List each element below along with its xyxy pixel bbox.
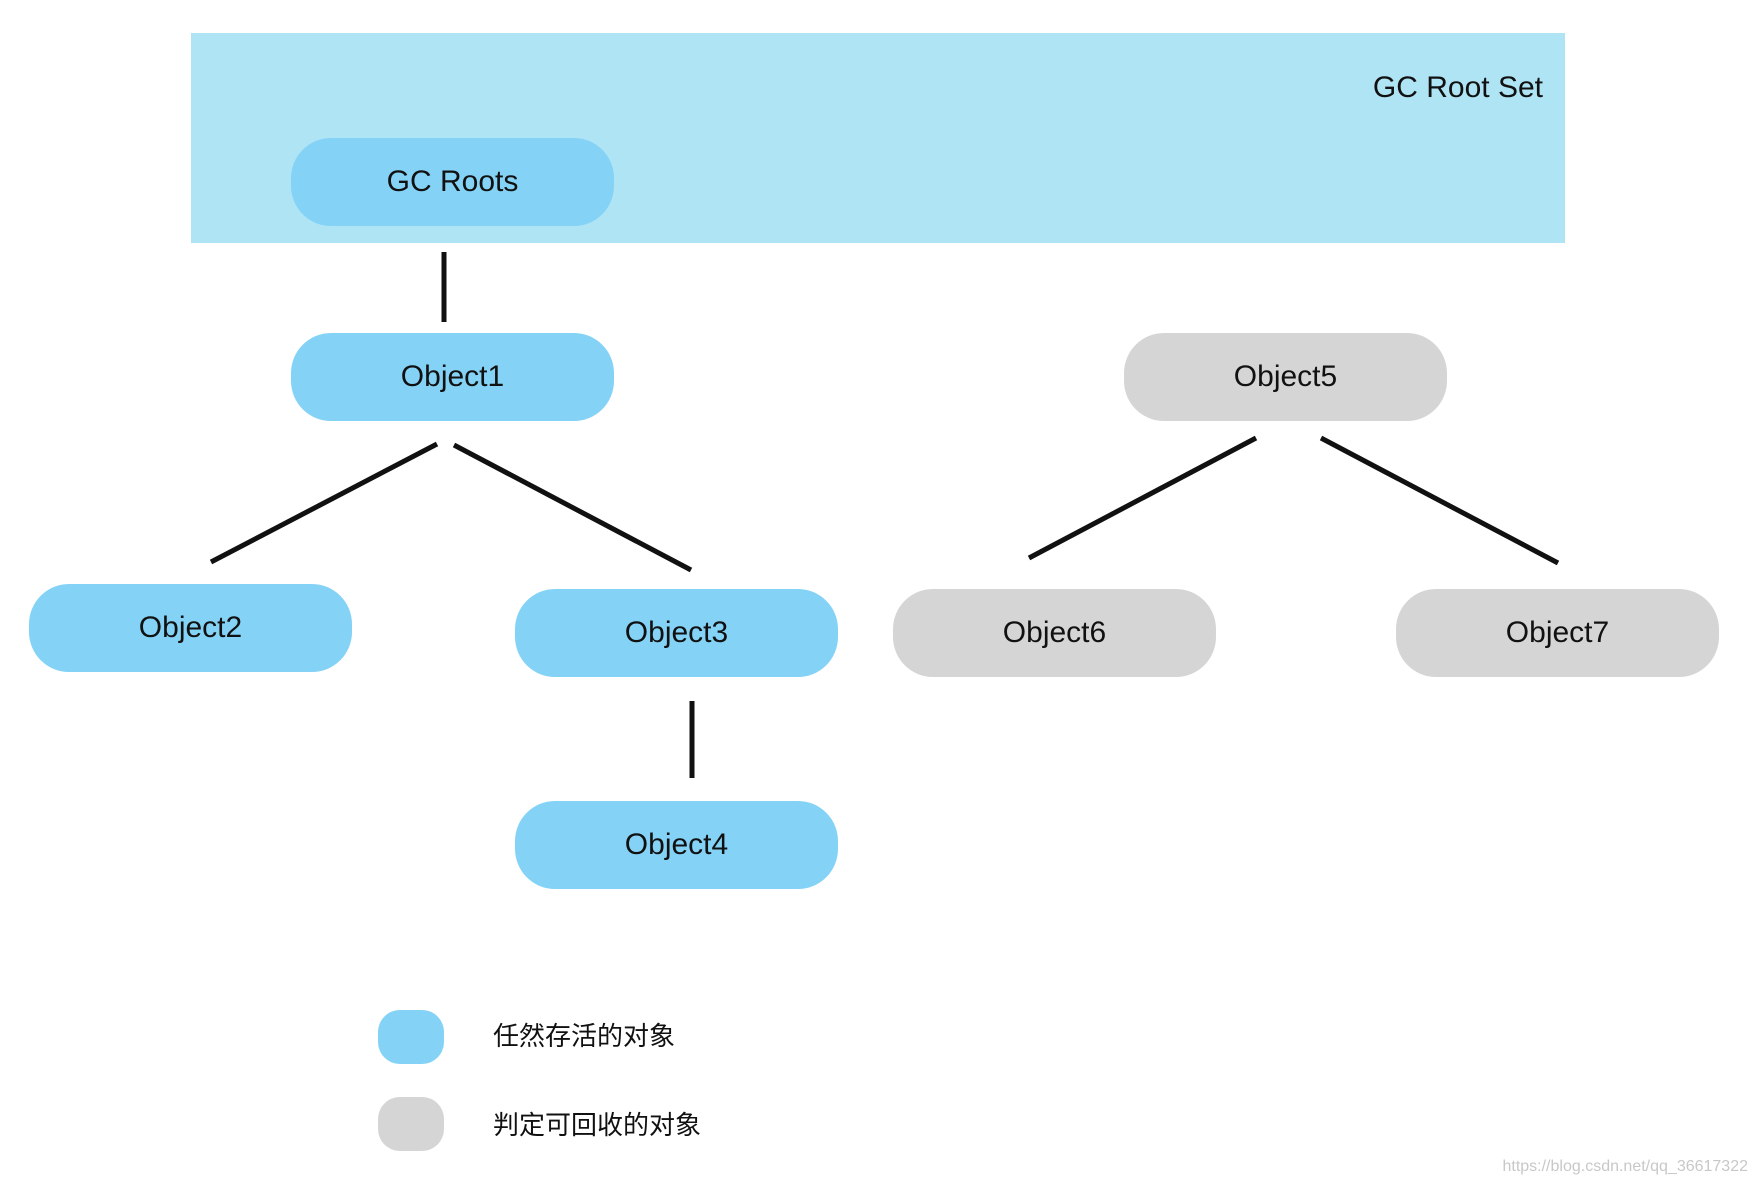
node-object7: Object7 <box>1396 589 1719 677</box>
node-object6-label: Object6 <box>1002 616 1107 649</box>
node-gc-roots-label: GC Roots <box>386 165 519 198</box>
node-gc-roots: GC Roots <box>291 138 614 226</box>
legend-live-swatch <box>378 1010 444 1064</box>
node-object2-label: Object2 <box>138 611 243 644</box>
node-object5-label: Object5 <box>1233 360 1338 393</box>
gc-root-set-label: GC Root Set <box>1372 71 1543 104</box>
node-object4: Object4 <box>515 801 838 889</box>
node-object1-label: Object1 <box>400 360 505 393</box>
edge-object1-object3 <box>452 442 693 573</box>
legend-dead-label: 判定可回收的对象 <box>493 1111 702 1141</box>
node-object1: Object1 <box>291 333 614 421</box>
legend-dead-swatch <box>378 1097 444 1151</box>
edge-object5-object6 <box>1027 435 1258 561</box>
legend-live-label: 任然存活的对象 <box>493 1022 676 1052</box>
edge-object5-object7 <box>1319 435 1560 566</box>
edge-object1-object2 <box>209 441 439 565</box>
watermark-text: https://blog.csdn.net/qq_36617322 <box>1502 1158 1748 1175</box>
node-object7-label: Object7 <box>1505 616 1610 649</box>
node-object6: Object6 <box>893 589 1216 677</box>
node-object3-label: Object3 <box>624 616 729 649</box>
node-object2: Object2 <box>29 584 352 672</box>
node-object4-label: Object4 <box>624 828 729 861</box>
node-object3: Object3 <box>515 589 838 677</box>
node-object5: Object5 <box>1124 333 1447 421</box>
